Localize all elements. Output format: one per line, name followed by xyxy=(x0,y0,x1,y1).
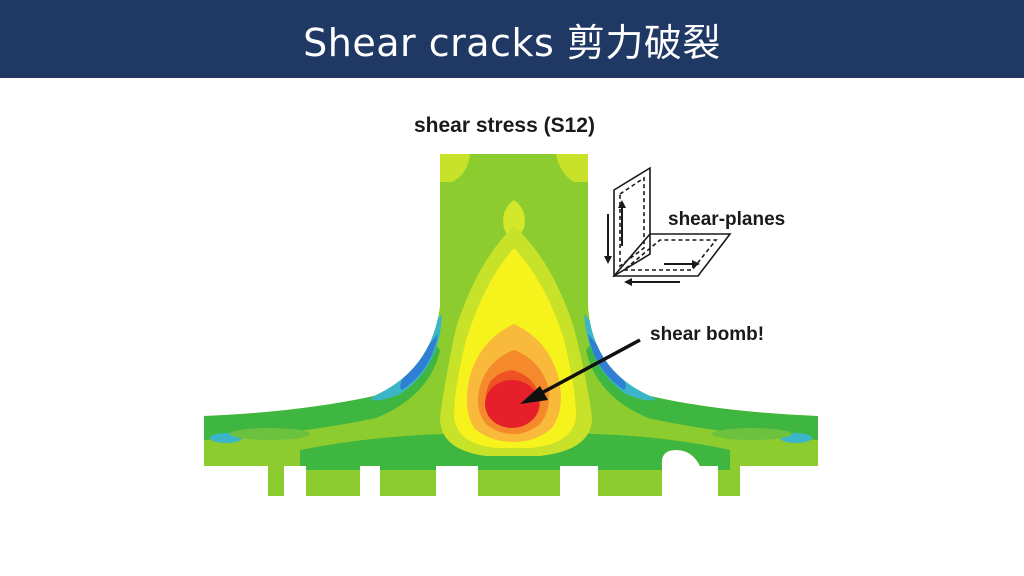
top-accent-right xyxy=(556,154,588,182)
shear-planes-icon xyxy=(604,166,732,286)
stress-figure: shear stress (S12) shear-planes shear bo… xyxy=(0,78,1024,576)
shear-bomb-arrow xyxy=(520,338,641,404)
shear-bomb-label: shear bomb! xyxy=(650,324,765,345)
shear-planes-label: shear-planes xyxy=(668,209,786,230)
contour-red-core xyxy=(485,380,539,428)
top-accent-left xyxy=(440,154,470,182)
title-bar: Shear cracks 剪力破裂 xyxy=(0,0,1024,78)
stress-contour-plot xyxy=(204,154,818,496)
wing-left-green xyxy=(230,428,310,440)
wing-right-green xyxy=(712,428,792,440)
figure-title: shear stress (S12) xyxy=(414,114,595,137)
green-band-right xyxy=(586,340,818,440)
green-band-left xyxy=(204,340,440,440)
fillet-left-blue xyxy=(400,334,438,390)
slide-title: Shear cracks 剪力破裂 xyxy=(303,20,721,65)
